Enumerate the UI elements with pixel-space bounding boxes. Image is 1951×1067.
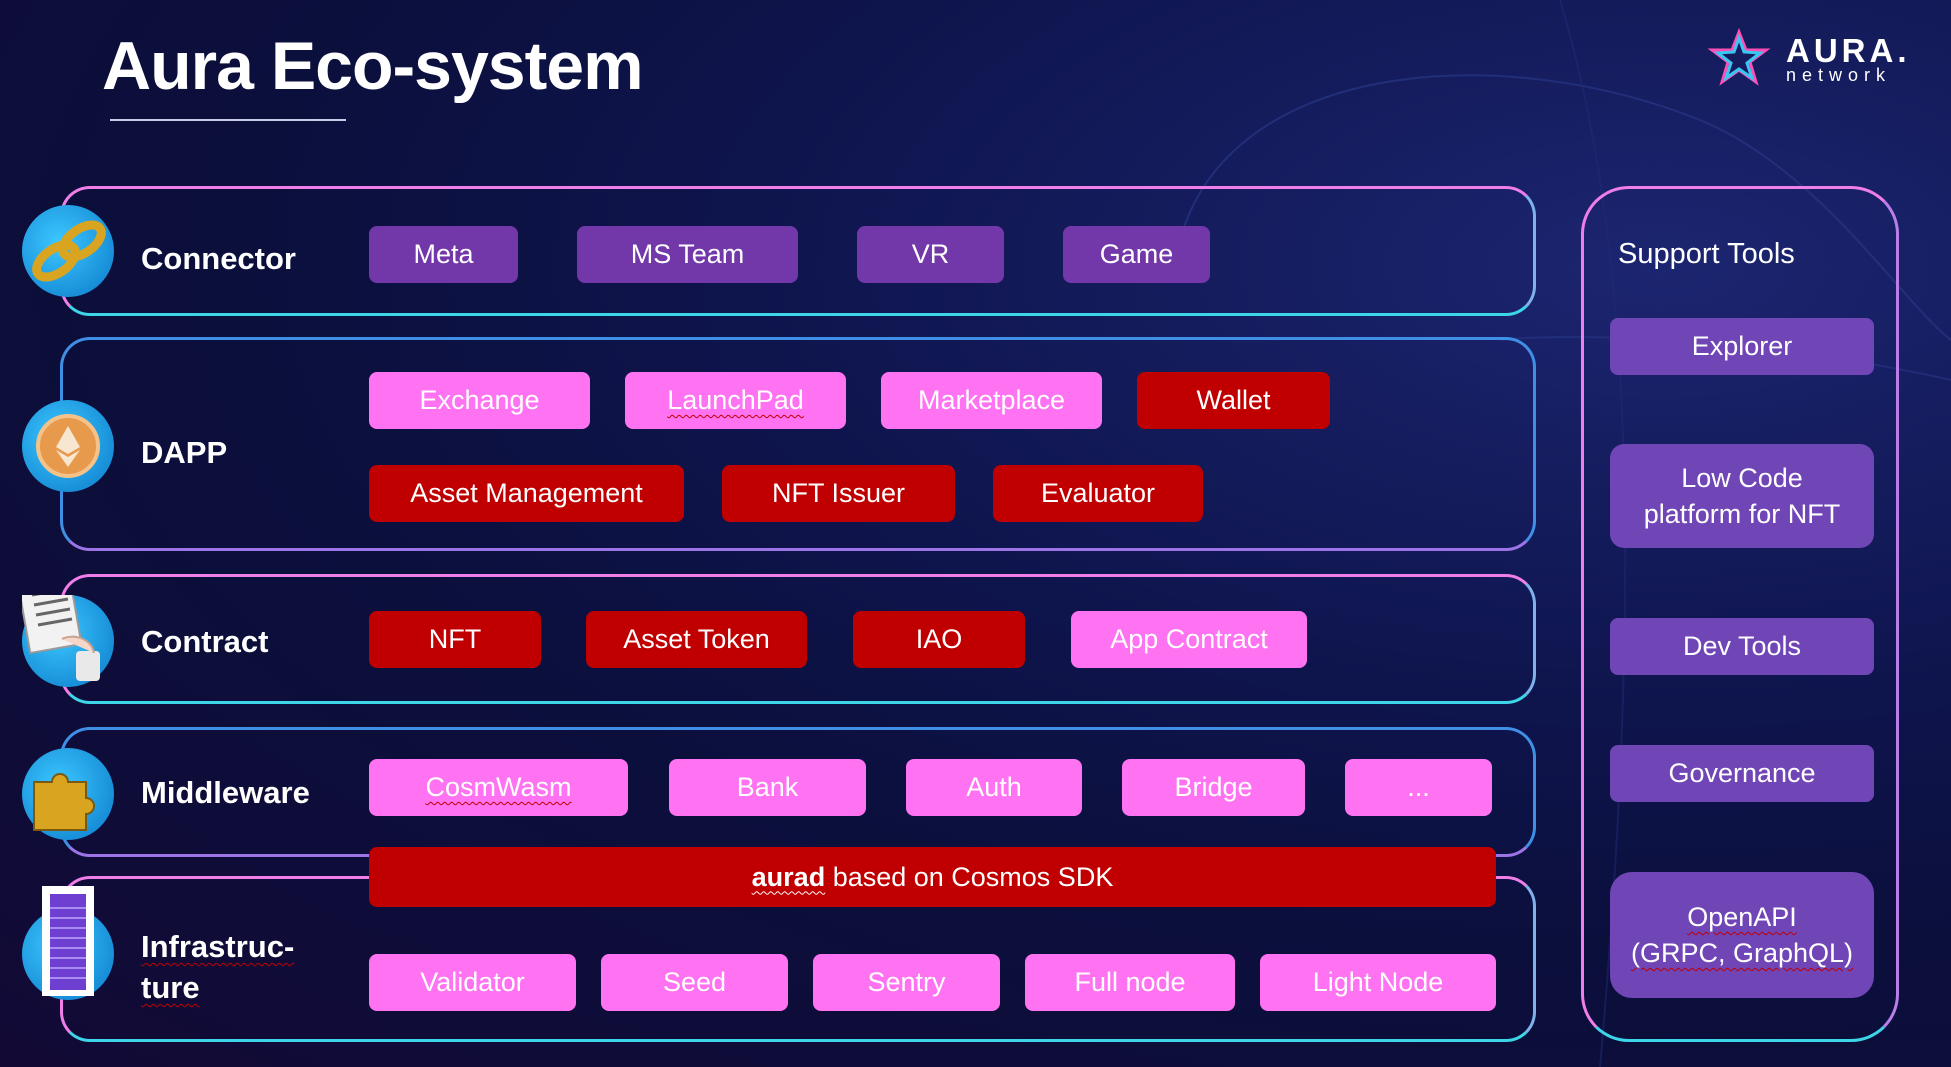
infra-item-full-node[interactable]: Full node	[1025, 954, 1235, 1011]
connector-item-ms-team[interactable]: MS Team	[577, 226, 798, 283]
tool-dev-tools[interactable]: Dev Tools	[1610, 618, 1874, 675]
aura-logo: AURA. network	[1706, 28, 1907, 92]
aurad-bar-bold: aurad	[751, 861, 826, 892]
infra-item-validator[interactable]: Validator	[369, 954, 576, 1011]
infrastructure-label-line2: ture	[141, 970, 200, 1005]
connector-label: Connector	[141, 241, 296, 276]
tool-openapi-line1: OpenAPI	[1687, 902, 1797, 932]
middleware-item-cosmwasm-text: CosmWasm	[425, 772, 572, 802]
page-title: Aura Eco-system	[102, 28, 644, 104]
dapp-item-asset-management[interactable]: Asset Management	[369, 465, 684, 522]
dapp-item-wallet[interactable]: Wallet	[1137, 372, 1330, 429]
tool-low-code-line2: platform for NFT	[1643, 499, 1841, 529]
contract-item-app-contract[interactable]: App Contract	[1071, 611, 1307, 668]
support-tools-panel	[1581, 186, 1899, 1042]
tool-openapi[interactable]: OpenAPI (GRPC, GraphQL)	[1610, 872, 1874, 998]
infrastructure-label-line1: Infrastruc-	[141, 929, 295, 964]
dapp-item-exchange[interactable]: Exchange	[369, 372, 590, 429]
tool-openapi-line2: (GRPC, GraphQL)	[1630, 938, 1854, 968]
tool-low-code-line1: Low Code	[1681, 463, 1803, 493]
contract-item-nft[interactable]: NFT	[369, 611, 541, 668]
dapp-item-launchpad-text: LaunchPad	[667, 385, 804, 415]
chain-link-icon	[22, 205, 114, 297]
tool-governance[interactable]: Governance	[1610, 745, 1874, 802]
tool-explorer[interactable]: Explorer	[1610, 318, 1874, 375]
logo-name: AURA.	[1786, 32, 1911, 69]
title-underline	[110, 119, 346, 121]
connector-item-vr[interactable]: VR	[857, 226, 1004, 283]
contract-document-icon	[17, 577, 114, 687]
contract-label: Contract	[141, 624, 269, 659]
server-tower-icon	[22, 886, 114, 1000]
dapp-item-nft-issuer[interactable]: NFT Issuer	[722, 465, 955, 522]
middleware-item-more[interactable]: ...	[1345, 759, 1492, 816]
dapp-label: DAPP	[141, 435, 228, 470]
infra-item-sentry[interactable]: Sentry	[813, 954, 1000, 1011]
connector-item-game[interactable]: Game	[1063, 226, 1210, 283]
dapp-item-evaluator[interactable]: Evaluator	[993, 465, 1203, 522]
middleware-item-cosmwasm[interactable]: CosmWasm	[369, 759, 628, 816]
middleware-item-bank[interactable]: Bank	[669, 759, 866, 816]
middleware-item-bridge[interactable]: Bridge	[1122, 759, 1305, 816]
dapp-item-launchpad[interactable]: LaunchPad	[625, 372, 846, 429]
tool-low-code-platform[interactable]: Low Code platform for NFT	[1610, 444, 1874, 548]
connector-item-meta[interactable]: Meta	[369, 226, 518, 283]
puzzle-piece-icon	[22, 748, 114, 840]
infra-item-seed[interactable]: Seed	[601, 954, 788, 1011]
dapp-item-marketplace[interactable]: Marketplace	[881, 372, 1102, 429]
aura-star-logo-icon	[1707, 28, 1771, 86]
ethereum-coin-icon	[22, 400, 114, 492]
contract-item-asset-token[interactable]: Asset Token	[586, 611, 807, 668]
logo-subtitle: network	[1786, 65, 1892, 85]
middleware-label: Middleware	[141, 775, 310, 810]
middleware-item-auth[interactable]: Auth	[906, 759, 1082, 816]
contract-item-iao[interactable]: IAO	[853, 611, 1025, 668]
support-tools-heading: Support Tools	[1618, 238, 1795, 270]
aurad-bar[interactable]: aurad based on Cosmos SDK	[369, 847, 1496, 907]
aurad-bar-text: based on Cosmos SDK	[825, 861, 1114, 892]
infrastructure-label: Infrastruc- ture	[141, 929, 294, 1006]
infra-item-light-node[interactable]: Light Node	[1260, 954, 1496, 1011]
